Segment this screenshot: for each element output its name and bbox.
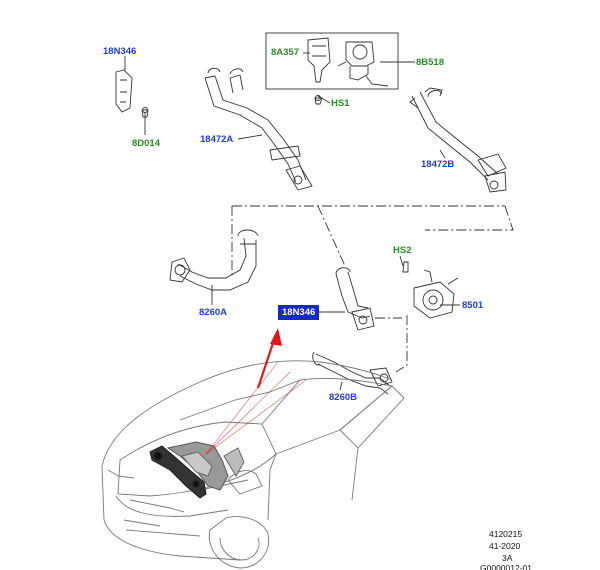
bracket-8a357: [307, 37, 331, 83]
ref-line-2: 41-2020: [489, 541, 521, 551]
assembly-group-box: [265, 32, 399, 90]
callout-frame: [231, 205, 514, 373]
part-label-8260b[interactable]: 8260B: [329, 392, 357, 403]
hose-8260a: [177, 237, 257, 291]
part-label-18472b[interactable]: 18472B: [421, 159, 455, 170]
engine-bay-detail: [149, 441, 245, 499]
part-label-18n346-selected[interactable]: 18N346: [277, 305, 320, 320]
part-label-8a357[interactable]: 8A357: [271, 47, 299, 58]
connector-8b518: [345, 41, 375, 67]
part-label-8501[interactable]: 8501: [462, 300, 484, 311]
part-label-hs1[interactable]: HS1: [331, 98, 350, 109]
part-label-8d014[interactable]: 8D014: [132, 138, 160, 149]
part-label-8260a[interactable]: 8260A: [199, 307, 227, 318]
ref-line-1: 4120215: [489, 529, 523, 539]
part-label-18n346-bracket[interactable]: 18N346: [103, 46, 137, 57]
hose-8260b: [315, 353, 391, 395]
hose-18472a: [204, 75, 307, 183]
bracket-part: [115, 69, 133, 113]
part-label-hs2[interactable]: HS2: [393, 245, 412, 256]
part-label-18472a[interactable]: 18472A: [200, 134, 234, 145]
part-label-8b518[interactable]: 8B518: [416, 57, 444, 68]
ref-line-3: 3A: [502, 553, 513, 563]
vehicle-outline: [101, 360, 405, 569]
pump-8501: [413, 281, 455, 319]
ref-line-4: G0000012-01: [480, 563, 532, 570]
hose-18n346: [335, 271, 371, 319]
hose-18472b: [411, 91, 499, 181]
locator-lines: [205, 361, 307, 455]
locator-arrow: [256, 328, 282, 389]
